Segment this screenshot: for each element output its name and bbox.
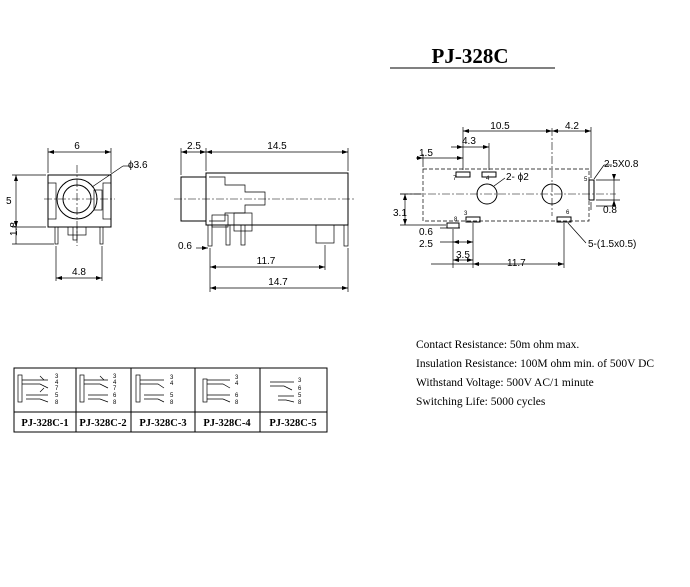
specifications: Contact Resistance: 50m ohm max. Insulat… xyxy=(416,339,654,408)
variant-4-pin-a: 3 xyxy=(235,375,239,381)
variant-schematic-1: 3 4 7 5 8 xyxy=(17,374,59,406)
pad-6 xyxy=(556,216,572,223)
pad-8 xyxy=(446,222,460,229)
variant-3-pin-b: 4 xyxy=(170,381,174,387)
pcb-dim-bottom-mid: 3.5 xyxy=(456,250,470,261)
pcb-layout-view: 7 4 5 8 3 6 10.5 4.2 4.3 1.5 2.5X0.8 xyxy=(393,121,639,269)
pcb-dim-slot: 2.5X0.8 xyxy=(604,159,639,170)
pcb-dim-left-margin: 1.5 xyxy=(419,148,433,159)
front-dim-width: 6 xyxy=(74,141,80,152)
pcb-dim-right-bottom: 0.8 xyxy=(603,205,617,216)
spec-contact-resistance: Contact Resistance: 50m ohm max. xyxy=(416,339,579,351)
variant-5-pin-c: 5 xyxy=(298,393,302,399)
pcb-dim-pad-note: 5-(1.5x0.5) xyxy=(588,239,636,250)
pin-label-7: 7 xyxy=(453,176,457,182)
pcb-dim-slot-small: 0.6 xyxy=(419,227,433,238)
drawing-title: PJ-328C xyxy=(432,44,509,68)
variant-4-pin-b: 4 xyxy=(235,381,239,387)
pin-label-3: 3 xyxy=(464,211,468,217)
front-dim-bottom: 1.8 xyxy=(9,222,20,236)
side-dim-pin-offset: 0.6 xyxy=(178,241,192,252)
pcb-hole-right xyxy=(541,183,563,205)
side-dim-body: 14.5 xyxy=(267,141,287,152)
variant-label-4: PJ-328C-4 xyxy=(203,418,251,429)
variant-schematic-5: 3 6 5 8 xyxy=(270,378,302,406)
pad-7 xyxy=(455,171,471,178)
pin-label-5: 5 xyxy=(584,177,588,183)
side-dim-nose: 2.5 xyxy=(187,141,201,152)
variants-table: 3 4 7 5 8 3 4 7 6 8 3 4 5 8 3 xyxy=(13,367,328,433)
variant-3-pin-a: 3 xyxy=(170,375,174,381)
pin-label-4: 4 xyxy=(486,176,490,182)
pin-label-8: 8 xyxy=(454,217,458,223)
pcb-dim-bottom-left: 2.5 xyxy=(419,239,433,250)
pad-4 xyxy=(481,171,497,178)
variant-1-pin-e: 8 xyxy=(55,400,59,406)
pin-label-6: 6 xyxy=(566,210,570,216)
variant-5-pin-b: 6 xyxy=(298,386,302,392)
side-view: 2.5 14.5 0.6 11.7 14.7 xyxy=(174,141,356,292)
variant-1-pin-a: 3 xyxy=(55,374,59,380)
side-dim-pin-span: 11.7 xyxy=(257,256,276,267)
front-dim-pin-span: 4.8 xyxy=(72,267,86,278)
variant-2-pin-a: 3 xyxy=(113,374,117,380)
spec-withstand-voltage: Withstand Voltage: 500V AC/1 minute xyxy=(416,377,594,389)
pcb-dim-hole: 2- ϕ2 xyxy=(506,172,529,183)
side-dim-total: 14.7 xyxy=(268,277,288,288)
pcb-dim-top-span: 10.5 xyxy=(490,121,510,132)
pcb-dim-bottom-span: 11.7 xyxy=(507,258,526,269)
variant-label-2: PJ-328C-2 xyxy=(79,418,126,429)
variant-2-pin-b: 4 xyxy=(113,380,117,386)
front-dim-height: 5 xyxy=(6,196,12,207)
variant-label-5: PJ-328C-5 xyxy=(269,418,316,429)
pcb-dim-right-offset: 4.2 xyxy=(565,121,579,132)
variant-1-pin-c: 7 xyxy=(55,386,59,392)
variant-4-pin-d: 8 xyxy=(235,400,239,406)
pad-5 xyxy=(588,179,595,201)
variant-2-pin-c: 7 xyxy=(113,386,117,392)
spec-switching-life: Switching Life: 5000 cycles xyxy=(416,396,546,408)
variant-3-pin-d: 8 xyxy=(170,400,174,406)
variant-3-pin-c: 5 xyxy=(170,393,174,399)
variant-2-pin-e: 8 xyxy=(113,400,117,406)
variant-schematic-2: 3 4 7 6 8 xyxy=(79,374,117,406)
variant-1-pin-b: 4 xyxy=(55,380,59,386)
variant-2-pin-d: 6 xyxy=(113,393,117,399)
variant-5-pin-a: 3 xyxy=(298,378,302,384)
front-view: 6 ϕ3.6 5 1.8 4.8 xyxy=(6,141,148,281)
variant-1-pin-d: 5 xyxy=(55,393,59,399)
variant-schematic-3: 3 4 5 8 xyxy=(135,374,174,406)
pcb-dim-height: 3.1 xyxy=(393,208,407,219)
pcb-hole-left xyxy=(476,183,498,205)
pcb-dim-left-offset: 4.3 xyxy=(462,136,476,147)
variant-schematic-4: 3 4 6 8 xyxy=(202,375,239,406)
variant-4-pin-c: 6 xyxy=(235,393,239,399)
pad-3 xyxy=(465,216,481,223)
front-dim-hole: ϕ3.6 xyxy=(128,160,148,171)
variant-label-1: PJ-328C-1 xyxy=(21,418,68,429)
variant-5-pin-d: 8 xyxy=(298,400,302,406)
spec-insulation-resistance: Insulation Resistance: 100M ohm min. of … xyxy=(416,358,654,370)
variant-label-3: PJ-328C-3 xyxy=(139,418,186,429)
